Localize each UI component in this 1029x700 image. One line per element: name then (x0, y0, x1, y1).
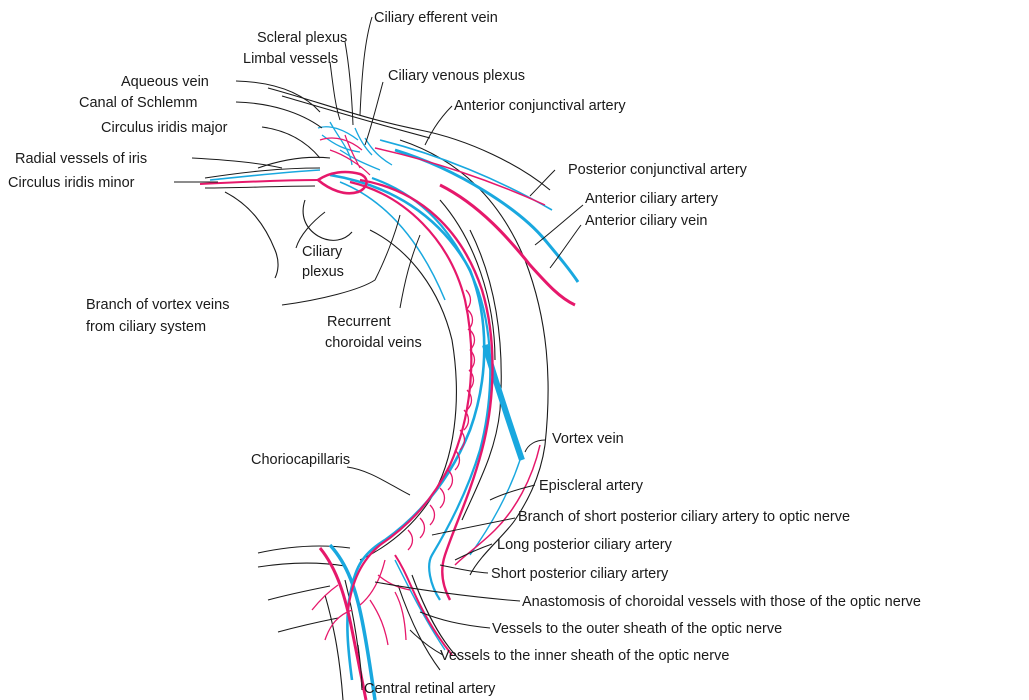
limbal-arterial-network (320, 135, 370, 175)
label-branch-vortex-line2: from ciliary system (86, 319, 206, 335)
label-posterior-conjunctival-artery: Posterior conjunctival artery (568, 162, 748, 178)
label-branch-short-posterior: Branch of short posterior ciliary artery… (518, 509, 850, 525)
label-circulus-iridis-minor: Circulus iridis minor (8, 175, 135, 191)
label-ciliary-venous-plexus: Ciliary venous plexus (388, 68, 525, 84)
label-vessels-outer-sheath: Vessels to the outer sheath of the optic… (492, 621, 782, 637)
label-branch-vortex-line1: Branch of vortex veins (86, 297, 229, 313)
label-circulus-iridis-major: Circulus iridis major (101, 120, 228, 136)
label-anterior-ciliary-artery: Anterior ciliary artery (585, 191, 719, 207)
label-ciliary-plexus-line1: Ciliary (302, 244, 343, 260)
label-recurrent-line2: choroidal veins (325, 335, 422, 351)
label-anterior-conjunctival-artery: Anterior conjunctival artery (454, 98, 626, 114)
label-radial-vessels-of-iris: Radial vessels of iris (15, 151, 147, 167)
arteries (200, 135, 575, 700)
leader-lines (174, 17, 583, 688)
label-scleral-plexus: Scleral plexus (257, 30, 347, 46)
label-anastomosis: Anastomosis of choroidal vessels with th… (522, 594, 921, 610)
choroidal-vein (330, 175, 484, 680)
label-long-posterior-ciliary-artery: Long posterior ciliary artery (497, 537, 673, 553)
label-choriocapillaris: Choriocapillaris (251, 452, 350, 468)
label-vessels-inner-sheath: Vessels to the inner sheath of the optic… (440, 648, 729, 664)
label-ciliary-efferent-vein: Ciliary efferent vein (374, 10, 498, 26)
choroidal-artery (348, 182, 471, 610)
label-central-retinal-artery: Central retinal artery (364, 681, 496, 697)
label-ciliary-plexus-line2: plexus (302, 264, 344, 280)
label-anterior-ciliary-vein: Anterior ciliary vein (585, 213, 708, 229)
label-aqueous-vein: Aqueous vein (121, 74, 209, 90)
label-vortex-vein: Vortex vein (552, 431, 624, 447)
labels: Ciliary efferent vein Scleral plexus Lim… (8, 10, 921, 697)
label-short-posterior-ciliary-artery: Short posterior ciliary artery (491, 566, 669, 582)
label-recurrent-line1: Recurrent (327, 314, 391, 330)
label-limbal-vessels: Limbal vessels (243, 51, 338, 67)
veins (210, 122, 578, 700)
label-episcleral-artery: Episcleral artery (539, 478, 644, 494)
label-canal-of-schlemm: Canal of Schlemm (79, 95, 197, 111)
long-posterior-ciliary-artery (360, 180, 493, 600)
